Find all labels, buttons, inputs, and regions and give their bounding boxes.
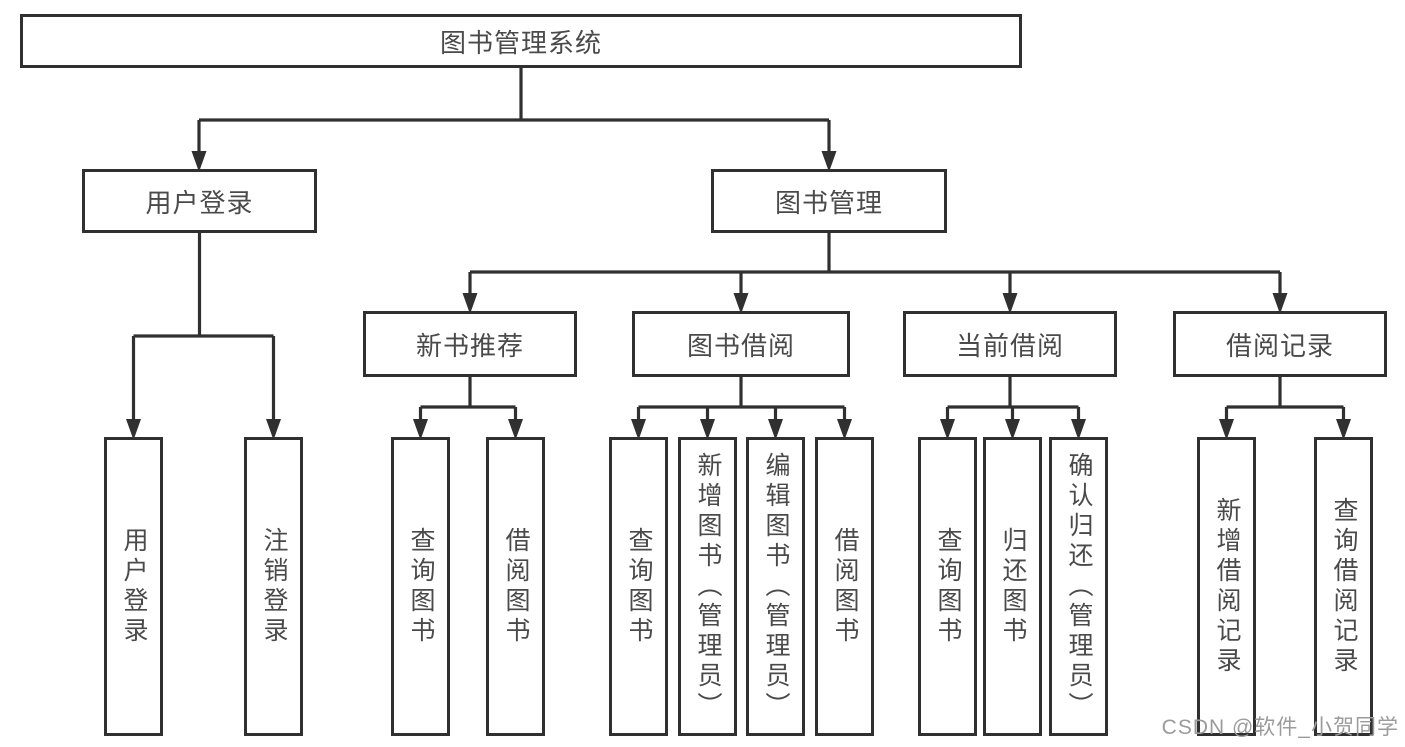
leaf-node-records-query-borrow-record: 查询借阅记录: [1314, 437, 1373, 736]
leaf-node-borrowing-query-books: 查询图书: [609, 437, 668, 736]
root-node-label: 图书管理系统: [439, 27, 602, 58]
leaf-node-recommend-borrow-books: 借阅图书: [486, 437, 545, 736]
section-node-label: 新书推荐: [415, 330, 524, 361]
leaf-node-borrowing-borrow-books: 借阅图书: [815, 437, 874, 736]
leaf-node-label: 用户登录: [120, 526, 148, 647]
section-node-current-borrowing: 当前借阅: [903, 311, 1117, 377]
leaf-node-label: 查询图书: [625, 526, 653, 647]
section-node-label: 图书借阅: [686, 330, 795, 361]
csdn-watermark: CSDN @软件_小贺同学: [1161, 716, 1399, 739]
branch-node-label: 图书管理: [774, 187, 883, 218]
leaf-node-current-query-books: 查询图书: [918, 437, 977, 736]
section-node-label: 借阅记录: [1225, 330, 1334, 361]
leaf-node-label: 确认归还（管理员）: [1065, 451, 1093, 722]
leaf-node-current-confirm-return-admin: 确认归还（管理员）: [1049, 437, 1108, 736]
leaf-node-label: 编辑图书（管理员）: [762, 451, 790, 722]
section-node-book-borrowing: 图书借阅: [632, 311, 850, 377]
leaf-node-recommend-query-books: 查询图书: [391, 437, 450, 736]
leaf-node-label: 查询图书: [407, 526, 435, 647]
leaf-node-label: 归还图书: [999, 526, 1027, 647]
root-node-library-management-system: 图书管理系统: [20, 14, 1022, 68]
branch-node-label: 用户登录: [145, 187, 254, 218]
section-node-label: 当前借阅: [955, 330, 1064, 361]
leaf-node-label: 查询图书: [934, 526, 962, 647]
leaf-node-borrowing-edit-books-admin: 编辑图书（管理员）: [746, 437, 805, 736]
leaf-node-current-return-books: 归还图书: [983, 437, 1042, 736]
section-node-new-book-recommendation: 新书推荐: [363, 311, 577, 377]
leaf-node-borrowing-add-books-admin: 新增图书（管理员）: [678, 437, 737, 736]
branch-node-user-login: 用户登录: [82, 169, 317, 233]
leaf-node-label: 借阅图书: [831, 526, 859, 647]
leaf-node-label: 查询借阅记录: [1330, 496, 1358, 677]
leaf-node-user-login: 用户登录: [104, 437, 163, 736]
leaf-node-records-add-borrow-record: 新增借阅记录: [1197, 437, 1256, 736]
leaf-node-logout: 注销登录: [244, 437, 303, 736]
branch-node-book-management: 图书管理: [711, 169, 947, 233]
leaf-node-label: 新增借阅记录: [1213, 496, 1241, 677]
leaf-node-label: 注销登录: [260, 526, 288, 647]
leaf-node-label: 新增图书（管理员）: [694, 451, 722, 722]
leaf-node-label: 借阅图书: [502, 526, 530, 647]
section-node-borrowing-records: 借阅记录: [1173, 311, 1387, 377]
